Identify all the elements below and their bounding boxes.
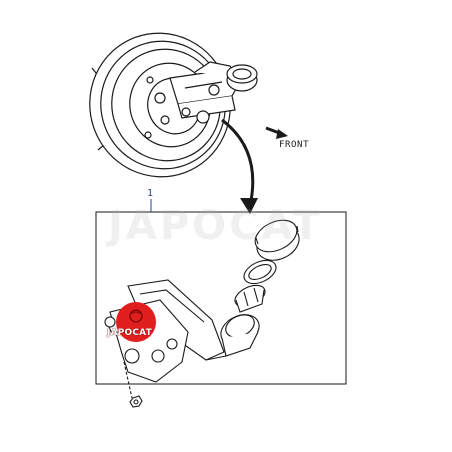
- brand-logo-text: JAPOCAT: [107, 328, 152, 338]
- reservoir-strainer: [234, 284, 266, 313]
- brake-booster-assembly: [89, 32, 258, 178]
- reservoir-cap: [254, 219, 300, 261]
- callout-number[interactable]: 1: [147, 188, 154, 199]
- mounting-nut: [123, 361, 143, 408]
- brand-logo-badge: [116, 302, 156, 342]
- cap-seal: [243, 259, 277, 285]
- detail-pointer-arrow: [221, 118, 255, 207]
- front-direction-label: FRONT: [279, 140, 310, 150]
- detail-pointer-arrowhead: [240, 198, 258, 214]
- detail-frame: [95, 211, 347, 385]
- front-direction-arrow: [265, 126, 288, 139]
